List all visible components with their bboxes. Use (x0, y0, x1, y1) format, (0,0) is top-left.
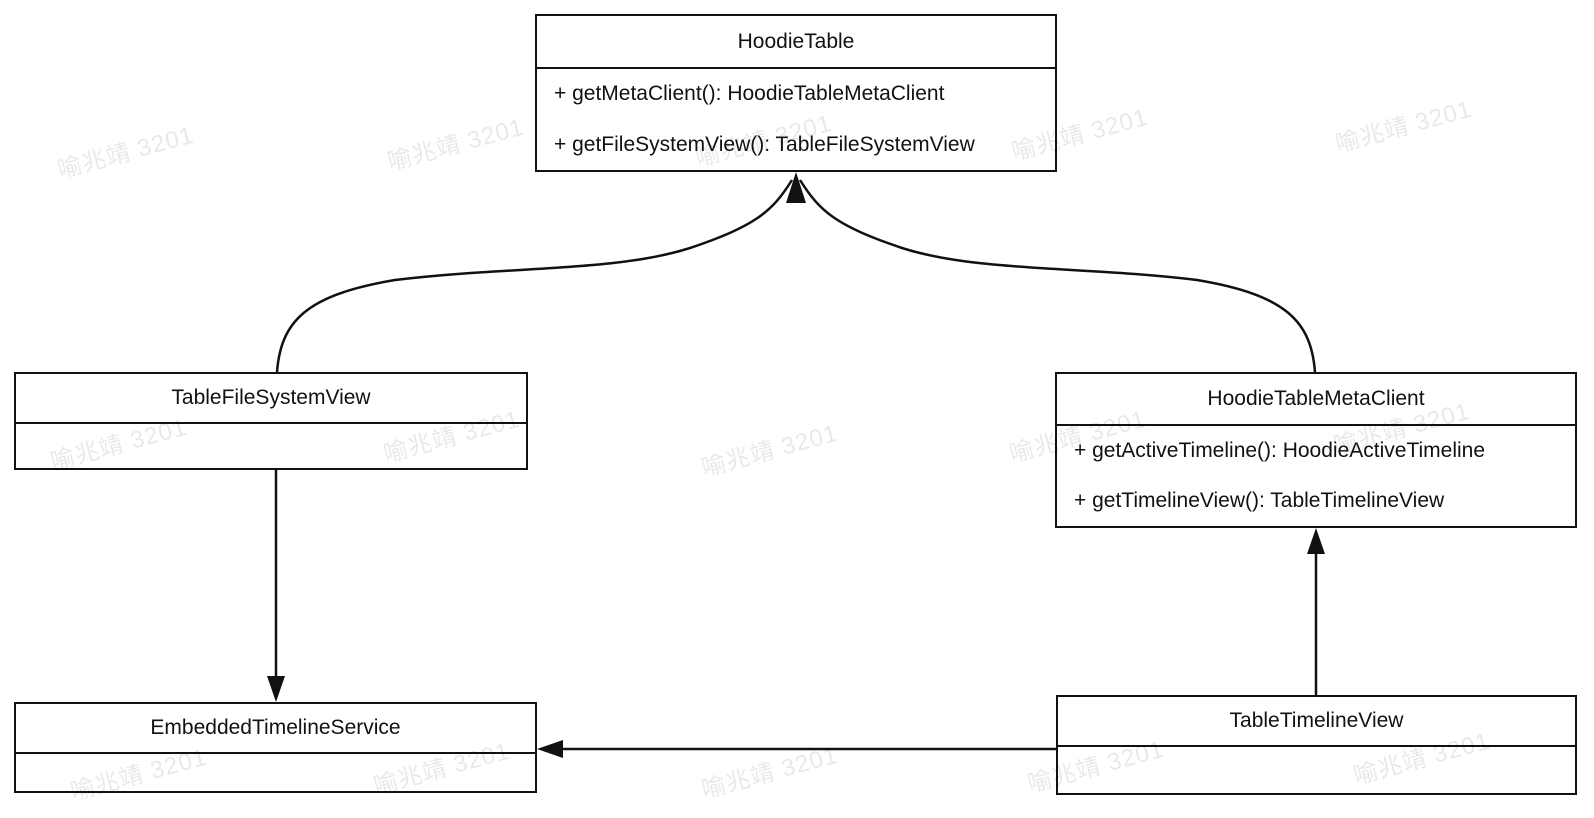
arrowhead-hoodietable-bottom (786, 172, 806, 203)
edge-hoodietablemetaclient-to-hoodietable (798, 179, 1317, 373)
class-methods-hoodietablemetaclient: + getActiveTimeline(): HoodieActiveTimel… (1057, 426, 1575, 526)
class-box-embeddedtimelineservice: EmbeddedTimelineService (14, 702, 537, 793)
method-getmetaclient: + getMetaClient(): HoodieTableMetaClient (554, 82, 945, 106)
edge-tablefilesystemview-to-hoodietable (275, 179, 794, 373)
method-getfilesystemview: + getFileSystemView(): TableFileSystemVi… (554, 132, 975, 156)
arrowhead-embeddedtimelineservice-top (267, 676, 285, 702)
class-box-tabletimelineview: TableTimelineView (1056, 695, 1577, 795)
class-title-tablefilesystemview: TableFileSystemView (16, 374, 526, 424)
class-title-tabletimelineview: TableTimelineView (1058, 697, 1575, 747)
arrowhead-embeddedtimelineservice-right (537, 740, 563, 758)
class-title-hoodietablemetaclient: HoodieTableMetaClient (1057, 374, 1575, 426)
class-methods-hoodietable: + getMetaClient(): HoodieTableMetaClient… (537, 69, 1055, 170)
method-gettimelineview: + getTimelineView(): TableTimelineView (1074, 489, 1445, 512)
class-title-hoodietable: HoodieTable (537, 16, 1055, 69)
class-box-hoodietablemetaclient: HoodieTableMetaClient + getActiveTimelin… (1055, 372, 1577, 528)
class-box-hoodietable: HoodieTable + getMetaClient(): HoodieTab… (535, 14, 1057, 172)
class-title-embeddedtimelineservice: EmbeddedTimelineService (16, 704, 535, 754)
arrowhead-hoodietablemetaclient-bottom (1307, 528, 1325, 554)
method-getactivetimeline: + getActiveTimeline(): HoodieActiveTimel… (1074, 439, 1486, 462)
class-box-tablefilesystemview: TableFileSystemView (14, 372, 528, 470)
